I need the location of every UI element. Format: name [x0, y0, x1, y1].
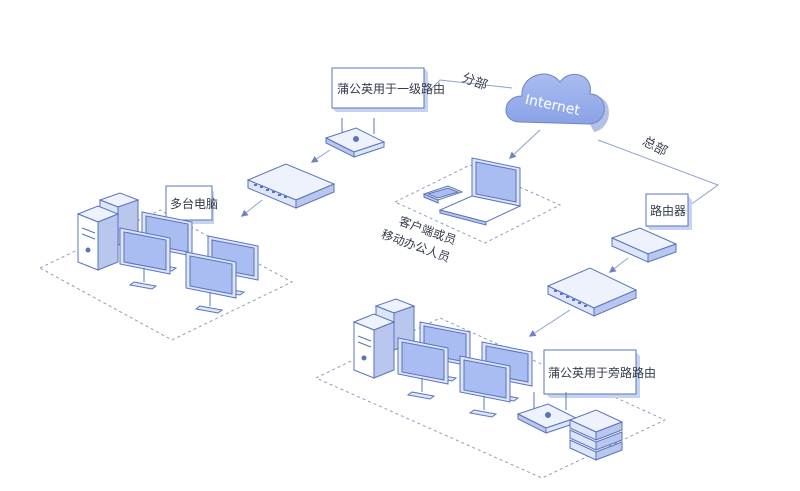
branch-router-tag-text: 蒲公英用于一级路由	[337, 81, 445, 96]
phone	[422, 185, 464, 204]
hq-router-tag-text: 路由器	[650, 203, 686, 218]
hq-link-line	[597, 139, 720, 206]
branch-router-tag: 蒲公英用于一级路由	[331, 67, 445, 112]
internet-cloud: Internet	[505, 73, 609, 132]
cloud-to-laptop-arrow	[508, 129, 541, 159]
hq-wifi-router	[516, 392, 578, 434]
hq-monitor-4	[459, 355, 511, 418]
branch-monitor-4	[185, 251, 237, 314]
hq-router	[610, 227, 678, 263]
hq-tower-front	[352, 313, 396, 379]
hq-monitor-2	[397, 337, 449, 400]
pcs-tag: 多台电脑	[165, 185, 218, 224]
connection-lines	[240, 79, 720, 337]
hq-router-to-switch-arrow	[608, 257, 629, 273]
branch-monitor-2	[119, 227, 171, 290]
mobile-zone	[393, 164, 562, 244]
branch-pcs	[76, 192, 259, 314]
branch-wifi-router	[324, 118, 386, 158]
hq-router-tag: 路由器	[645, 193, 692, 230]
branch-zone	[38, 209, 294, 341]
branch-link-label: 分部	[460, 71, 490, 94]
laptop	[438, 157, 522, 226]
hq-server-stack	[568, 409, 624, 461]
bypass-router-tag-text: 蒲公英用于旁路路由	[548, 365, 656, 380]
hq-pcs	[352, 298, 533, 418]
branch-switch	[246, 163, 336, 209]
hq-switch	[546, 267, 638, 317]
switch-to-pcs-arrow	[240, 199, 263, 217]
hq-switch-to-pcs-arrow	[528, 309, 571, 337]
pcs-tag-text: 多台电脑	[170, 196, 218, 211]
bypass-router-tag: 蒲公英用于旁路路由	[543, 349, 656, 398]
hq-link-label: 总部	[640, 134, 670, 159]
branch-tower-front	[76, 205, 120, 271]
router-to-switch-arrow	[310, 149, 331, 163]
